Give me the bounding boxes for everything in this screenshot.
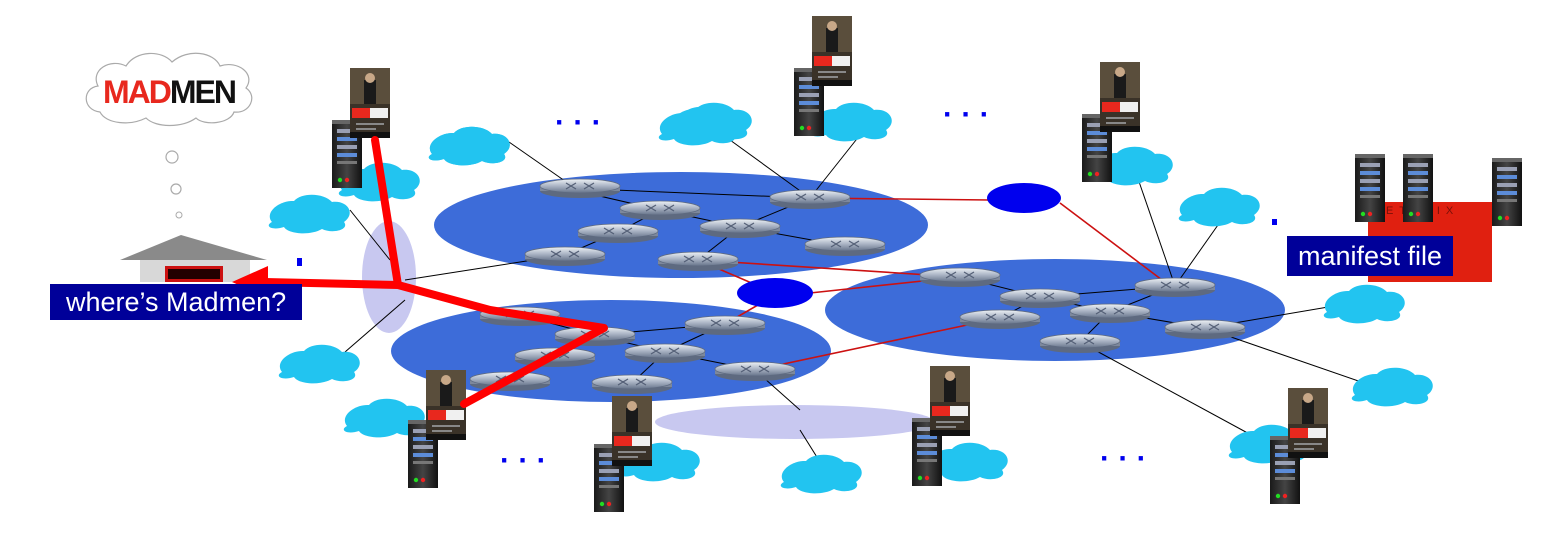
router-icon — [699, 218, 781, 239]
cloud-icon — [1178, 187, 1260, 227]
madmen-logo-mad: MAD — [103, 74, 171, 110]
router-icon — [657, 251, 739, 272]
access-network-bottom — [655, 405, 935, 439]
server-icon — [1492, 158, 1522, 226]
video-poster-icon — [426, 370, 466, 440]
router-icon — [684, 315, 766, 336]
router-icon — [959, 309, 1041, 330]
router-icon — [539, 178, 621, 199]
video-poster-icon — [1100, 62, 1140, 132]
cloud-icon — [670, 102, 752, 142]
router-icon — [1039, 333, 1121, 354]
house-icon — [120, 235, 267, 282]
ellipsis-top-right: · · · — [943, 98, 990, 131]
router-icon — [714, 361, 796, 382]
dot-right — [1272, 219, 1277, 225]
video-poster-icon — [350, 68, 390, 138]
router-icon — [1069, 303, 1151, 324]
router-icon — [804, 236, 886, 257]
cloud-icon — [278, 344, 360, 384]
madmen-logo-men: MEN — [170, 74, 235, 110]
router-icon — [1134, 277, 1216, 298]
router-icon — [769, 189, 851, 210]
ixp-node-middle — [737, 278, 813, 308]
ixp-node-top — [987, 183, 1061, 213]
router-icon — [624, 343, 706, 364]
madmen-logo: MADMEN — [103, 74, 235, 110]
wheres-madmen-label: where’s Madmen? — [50, 284, 303, 320]
router-icon — [919, 267, 1001, 288]
router-icon — [591, 374, 673, 395]
video-poster-icon — [1288, 388, 1328, 458]
ellipsis-top-left: · · · — [555, 106, 602, 139]
cloud-icon — [268, 194, 350, 234]
cloud-icon — [1323, 284, 1405, 324]
dot-left — [297, 258, 302, 266]
router-icon — [999, 288, 1081, 309]
thought-bubble-icon — [85, 52, 253, 219]
inter-network-links — [697, 197, 1171, 371]
manifest-file-label: manifest file — [1287, 236, 1454, 276]
video-poster-icon — [930, 366, 970, 436]
router-icon — [577, 223, 659, 244]
router-icon — [1164, 319, 1246, 340]
access-network-left — [362, 221, 416, 333]
cloud-icon — [780, 454, 862, 494]
server-icon — [1355, 154, 1385, 222]
server-icon — [1403, 154, 1433, 222]
ellipsis-bottom-left: · · · — [500, 444, 547, 477]
cloud-icon — [428, 126, 510, 166]
request-path-arrow — [261, 136, 608, 408]
router-icon — [524, 246, 606, 267]
router-icon — [619, 200, 701, 221]
cloud-icon — [1351, 367, 1433, 407]
video-poster-icon — [812, 16, 852, 86]
video-poster-icon — [612, 396, 652, 466]
ellipsis-bottom-right: · · · — [1100, 442, 1147, 475]
